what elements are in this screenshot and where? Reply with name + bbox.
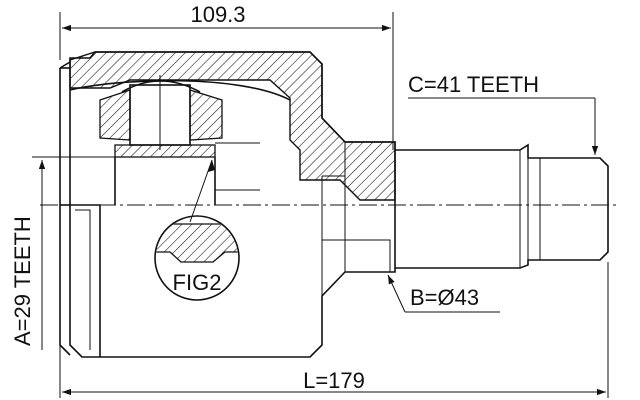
shaft-diameter-label: B=Ø43 xyxy=(410,285,479,310)
tripod-roller xyxy=(99,75,260,205)
output-shaft xyxy=(395,143,609,269)
top-length-label: 109.3 xyxy=(190,2,245,27)
inner-spline-label: A=29 TEETH xyxy=(10,216,35,346)
overall-dimension: L=179 xyxy=(59,262,609,398)
outer-spline-dimension: C=41 TEETH xyxy=(408,72,599,155)
top-dimension: 109.3 xyxy=(59,2,394,150)
fig2-label: FIG2 xyxy=(173,270,222,295)
outer-spline-label: C=41 TEETH xyxy=(408,72,539,97)
shaft-diameter-dimension: B=Ø43 xyxy=(387,274,500,313)
fig2-callout: FIG2 xyxy=(154,159,240,301)
overall-length-label: L=179 xyxy=(303,368,365,393)
inner-spline-dimension: A=29 TEETH xyxy=(10,156,115,350)
